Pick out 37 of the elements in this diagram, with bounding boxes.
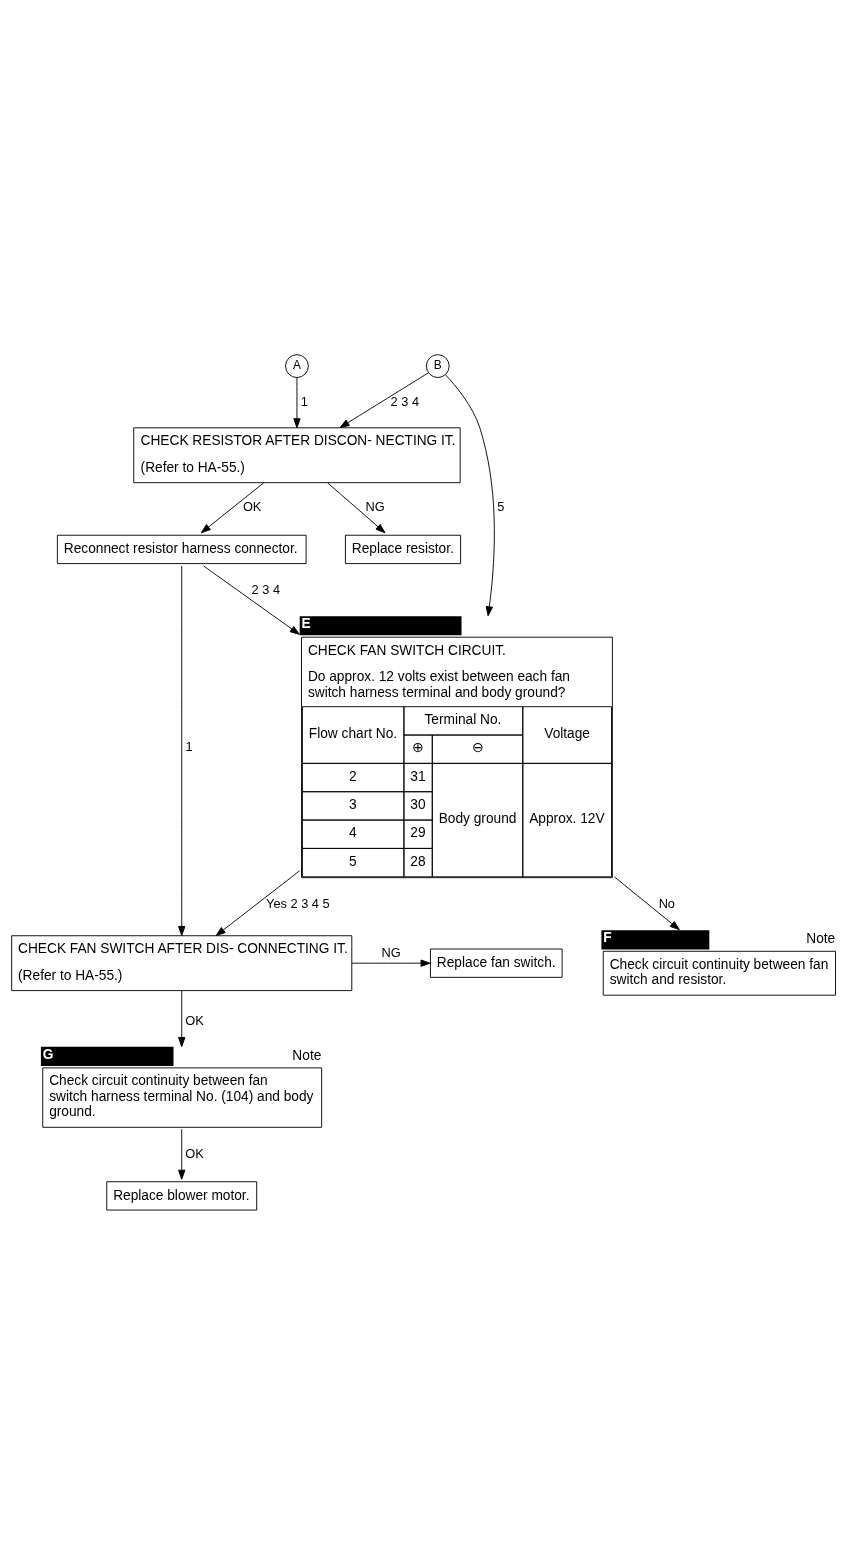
arrow	[327, 481, 386, 533]
arrow	[445, 373, 495, 616]
edge-label: 1	[185, 738, 193, 754]
arrow	[203, 564, 300, 635]
node-label: G	[42, 1046, 54, 1062]
arrow	[351, 959, 431, 967]
node-box: CHECK RESISTOR AFTER DISCON- NECTING IT. (Refer to HA-55.)	[133, 426, 461, 483]
edge-label: NG	[365, 498, 385, 514]
node-box: Replace fan switch.	[430, 948, 563, 978]
arrow	[215, 869, 301, 936]
arrow	[178, 1128, 186, 1180]
arrow	[178, 565, 186, 936]
edge-label: Yes 2 3 4 5	[266, 895, 330, 911]
edge-label: No	[658, 895, 675, 911]
edge-label: OK	[185, 1012, 204, 1028]
edge-label: 1	[300, 393, 308, 409]
arrow	[293, 376, 301, 428]
node-box: CHECK FAN SWITCH AFTER DIS- CONNECTING IT. (Refer to HA-55.)	[11, 934, 353, 991]
arrow	[339, 372, 429, 428]
node-label: Note	[292, 1047, 322, 1063]
node-circle: A	[285, 353, 309, 378]
node-label: Note	[806, 930, 836, 946]
edge-label: 2 3 4	[251, 581, 281, 597]
arrow	[178, 989, 186, 1047]
arrow	[614, 876, 680, 930]
arrow	[200, 481, 265, 533]
node-box: Reconnect resistor harness connector.	[56, 534, 307, 564]
edge-label: 2 3 4	[390, 393, 420, 409]
node-label: F	[603, 929, 612, 945]
edge-label: OK	[185, 1145, 204, 1161]
node-box: Replace resistor.	[344, 534, 462, 564]
edge-label: OK	[242, 498, 262, 514]
node-label: E	[301, 615, 311, 631]
node-box: Replace blower motor.	[106, 1180, 258, 1210]
node-circle: B	[425, 353, 450, 378]
edge-label: 5	[497, 498, 505, 514]
edge-label: NG	[381, 944, 401, 960]
